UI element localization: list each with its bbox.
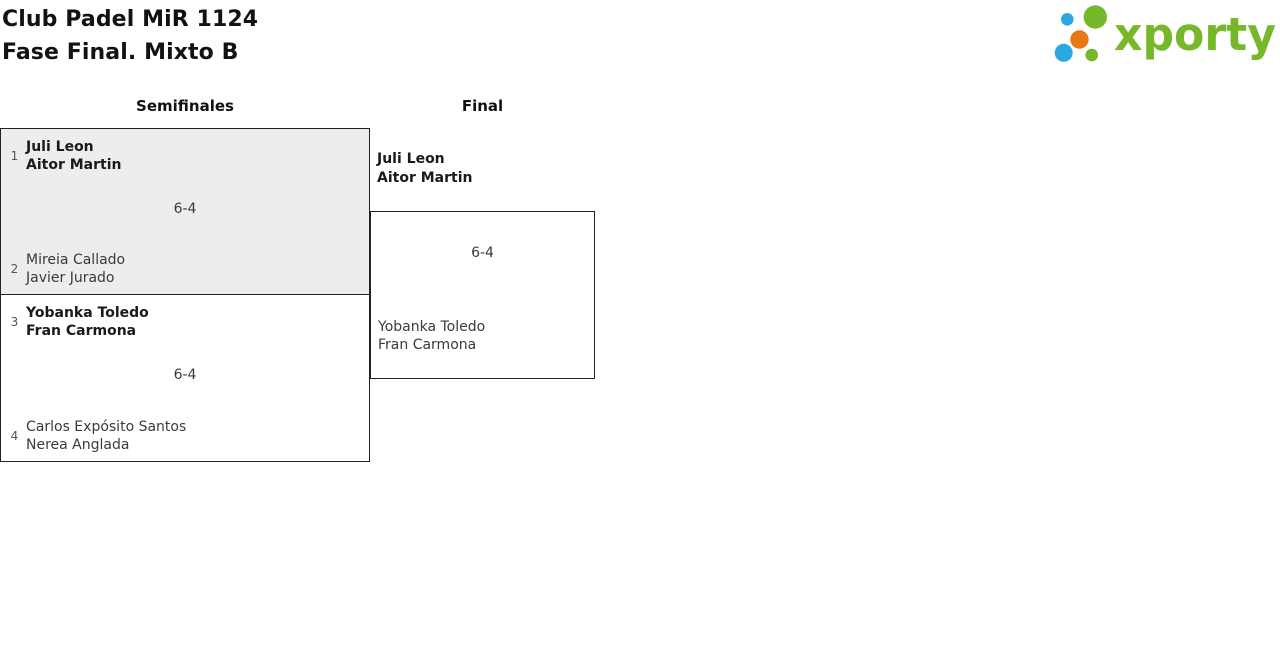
match-semifinal-2[interactable]: 3 Yobanka Toledo Fran Carmona 6-4 4 Carl… (0, 294, 370, 462)
player-name: Nerea Anglada (26, 437, 130, 453)
logo-dot-orange (1070, 30, 1089, 49)
match-score: 6-4 (471, 245, 494, 261)
team-row: 4 Carlos Expósito Santos Nerea Anglada (7, 418, 187, 454)
round-header-semifinales: Semifinales (136, 97, 234, 115)
logo-dot-green-small (1085, 48, 1098, 62)
match-final[interactable]: 6-4 Yobanka Toledo Fran Carmona (370, 211, 595, 379)
team-row: 3 Yobanka Toledo Fran Carmona (7, 304, 149, 340)
team-row: Yobanka Toledo Fran Carmona (378, 318, 485, 354)
page-title: Club Padel MiR 1124 Fase Final. Mixto B (2, 3, 258, 69)
final-team-top: Juli Leon Aitor Martin (377, 150, 472, 188)
match-semifinal-1[interactable]: 1 Juli Leon Aitor Martin 6-4 2 Mireia Ca… (0, 128, 370, 295)
seed-number: 4 (10, 429, 19, 443)
team-players: Yobanka Toledo Fran Carmona (26, 304, 149, 340)
match-score: 6-4 (173, 201, 197, 217)
player-name: Mireia Callado (26, 252, 126, 268)
player-name: Aitor Martin (377, 170, 473, 186)
xporty-logo-text: xporty (1114, 8, 1276, 61)
round-header-final: Final (461, 97, 504, 115)
player-name: Yobanka Toledo (26, 305, 149, 321)
team-players: Mireia Callado Javier Jurado (26, 251, 125, 287)
seed-number: 2 (10, 262, 19, 276)
tournament-name: Club Padel MiR 1124 (2, 7, 259, 32)
xporty-logo[interactable]: xporty (1050, 0, 1280, 66)
team-row: 1 Juli Leon Aitor Martin (7, 138, 122, 174)
logo-dot-green-large (1083, 5, 1107, 29)
phase-name: Fase Final. Mixto B (2, 40, 239, 65)
match-score: 6-4 (173, 367, 197, 383)
team-players: Yobanka Toledo Fran Carmona (378, 318, 485, 354)
player-name: Yobanka Toledo (378, 319, 486, 335)
player-name: Juli Leon (377, 151, 445, 167)
team-row: 2 Mireia Callado Javier Jurado (7, 251, 125, 287)
logo-dot-blue-small (1061, 12, 1074, 26)
player-name: Fran Carmona (378, 337, 477, 353)
logo-dot-blue-large (1054, 43, 1073, 62)
team-players: Carlos Expósito Santos Nerea Anglada (26, 418, 186, 454)
player-name: Juli Leon (26, 139, 94, 155)
player-name: Fran Carmona (26, 323, 137, 339)
team-players: Juli Leon Aitor Martin (377, 150, 472, 188)
seed-number: 3 (10, 315, 19, 329)
player-name: Carlos Expósito Santos (26, 419, 187, 435)
seed-number: 1 (10, 149, 19, 163)
team-players: Juli Leon Aitor Martin (26, 138, 121, 174)
player-name: Javier Jurado (26, 270, 115, 286)
player-name: Aitor Martin (26, 157, 122, 173)
